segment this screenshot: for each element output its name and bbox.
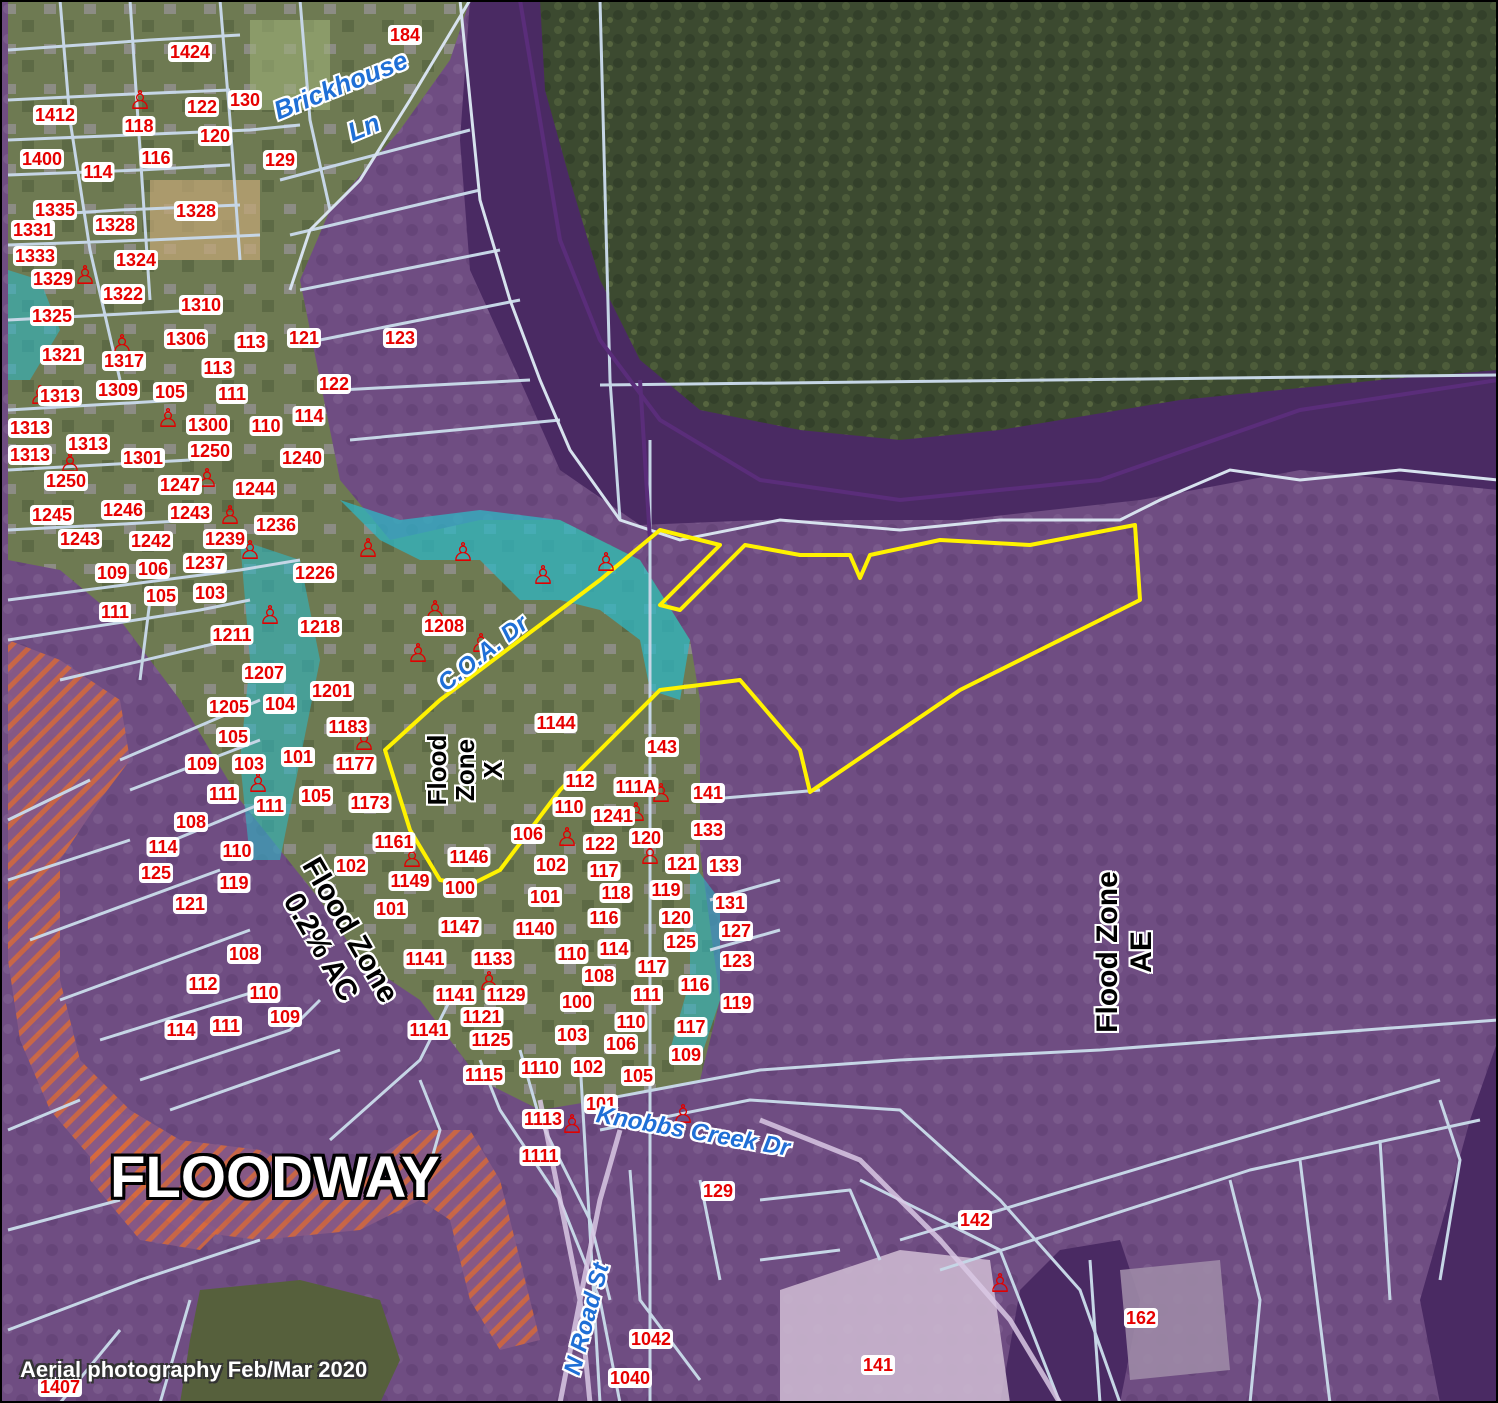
industrial-area: [780, 1250, 1010, 1403]
property-boundary: [383, 523, 1142, 887]
parcel-lines: [7, 0, 1498, 1403]
shaded-x-fringe: [340, 500, 690, 700]
field-area: [150, 180, 260, 260]
wooded-patch: [180, 1280, 400, 1403]
floodway-hatch-area-2: [90, 1090, 220, 1250]
shaded-x-fringe-4: [670, 860, 720, 1060]
industrial-area-2: [1120, 1260, 1230, 1380]
river-channel-outline: [518, 0, 1498, 541]
field-area-2: [250, 20, 330, 110]
forest-island: [540, 0, 1498, 440]
river-water-south: [1420, 1040, 1498, 1403]
shoreline: [288, 0, 1498, 542]
